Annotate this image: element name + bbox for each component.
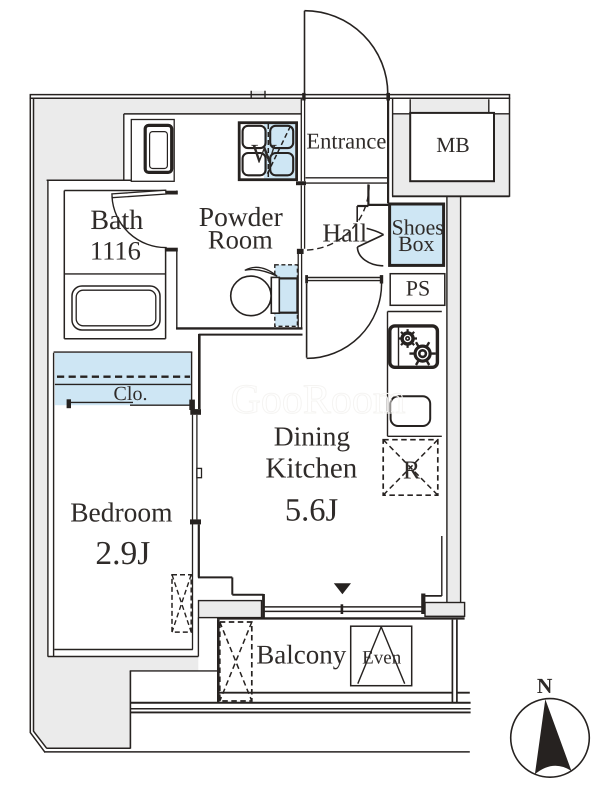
svg-text:Bedroom: Bedroom: [70, 497, 172, 528]
svg-text:R: R: [403, 456, 421, 485]
svg-text:MB: MB: [436, 133, 469, 157]
svg-text:Hall: Hall: [322, 218, 367, 247]
svg-text:PS: PS: [406, 276, 430, 301]
svg-text:Powder: Powder: [199, 201, 283, 232]
svg-text:Entrance: Entrance: [306, 129, 386, 154]
svg-text:Even: Even: [362, 648, 402, 669]
svg-text:2.9J: 2.9J: [95, 535, 150, 572]
svg-text:Bath: Bath: [90, 205, 143, 236]
svg-text:Balcony: Balcony: [256, 640, 346, 670]
svg-text:Kitchen: Kitchen: [265, 453, 357, 485]
svg-text:1116: 1116: [90, 236, 141, 266]
svg-text:Shoes: Shoes: [392, 216, 444, 240]
svg-text:Box: Box: [398, 232, 434, 256]
svg-text:N: N: [537, 674, 553, 698]
svg-text:W: W: [251, 139, 277, 169]
svg-text:Dining: Dining: [274, 421, 351, 452]
svg-text:GooRoom: GooRoom: [230, 377, 405, 423]
svg-text:Room: Room: [208, 225, 273, 255]
svg-text:Clo.: Clo.: [114, 383, 148, 405]
svg-text:5.6J: 5.6J: [285, 492, 338, 528]
